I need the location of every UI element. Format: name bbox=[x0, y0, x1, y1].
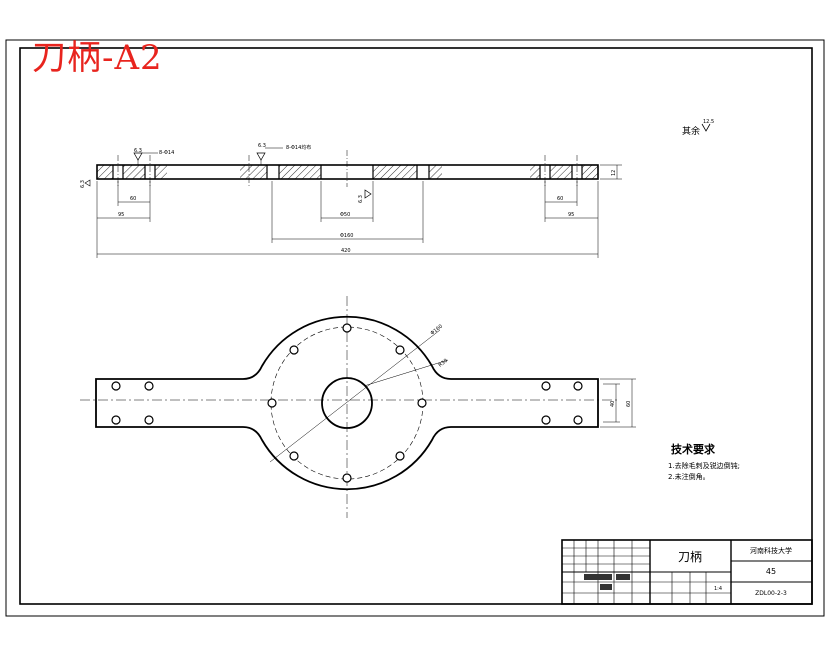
plan-view bbox=[80, 296, 636, 518]
material: 45 bbox=[766, 567, 776, 576]
scale: 1:4 bbox=[714, 586, 722, 592]
roughness-top-left: 6.3 bbox=[134, 148, 142, 154]
dim-radius: R30 bbox=[438, 358, 449, 369]
tech-requirement-1: 1.去除毛刺及锐边倒钝; bbox=[668, 461, 740, 470]
school-name: 河南科技大学 bbox=[750, 546, 792, 555]
dim-pcd: Φ160 bbox=[340, 233, 353, 239]
roughness-top-mid: 6.3 bbox=[258, 143, 266, 149]
title-block bbox=[561, 539, 813, 605]
dim-right-edge: 95 bbox=[568, 212, 574, 218]
dim-total: 420 bbox=[341, 248, 351, 254]
dim-left-hole: 60 bbox=[130, 196, 136, 202]
drawing-number: ZDL00-2-3 bbox=[755, 590, 787, 597]
dim-outer-width: 60 bbox=[626, 401, 632, 407]
tech-requirement-2: 2.未注倒角。 bbox=[668, 472, 710, 481]
hole-spec-mid: 8-Φ14均布 bbox=[286, 144, 311, 151]
roughness-note-label: 其余 bbox=[682, 125, 700, 137]
dim-thickness: 12 bbox=[611, 170, 617, 176]
roughness-side: 6.3 bbox=[80, 180, 86, 188]
roughness-note-icon bbox=[701, 123, 711, 132]
dim-circle: Φ160 bbox=[430, 324, 444, 337]
tech-requirements-title: 技术要求 bbox=[671, 442, 716, 456]
dim-right-hole: 60 bbox=[557, 196, 563, 202]
hole-spec-left: 8-Φ14 bbox=[159, 150, 174, 156]
dim-inner-width: 40 bbox=[610, 401, 616, 407]
inner-frame bbox=[19, 47, 813, 605]
outer-frame bbox=[5, 39, 825, 617]
section-view bbox=[84, 147, 622, 258]
roughness-bore: 6.3 bbox=[358, 195, 364, 203]
drawing-stamp-title: 刀柄-A2 bbox=[32, 38, 163, 78]
dim-left-edge: 95 bbox=[118, 212, 124, 218]
dim-bore: Φ50 bbox=[340, 212, 350, 218]
roughness-note-value: 12.5 bbox=[703, 119, 714, 125]
part-name: 刀柄 bbox=[678, 550, 702, 564]
